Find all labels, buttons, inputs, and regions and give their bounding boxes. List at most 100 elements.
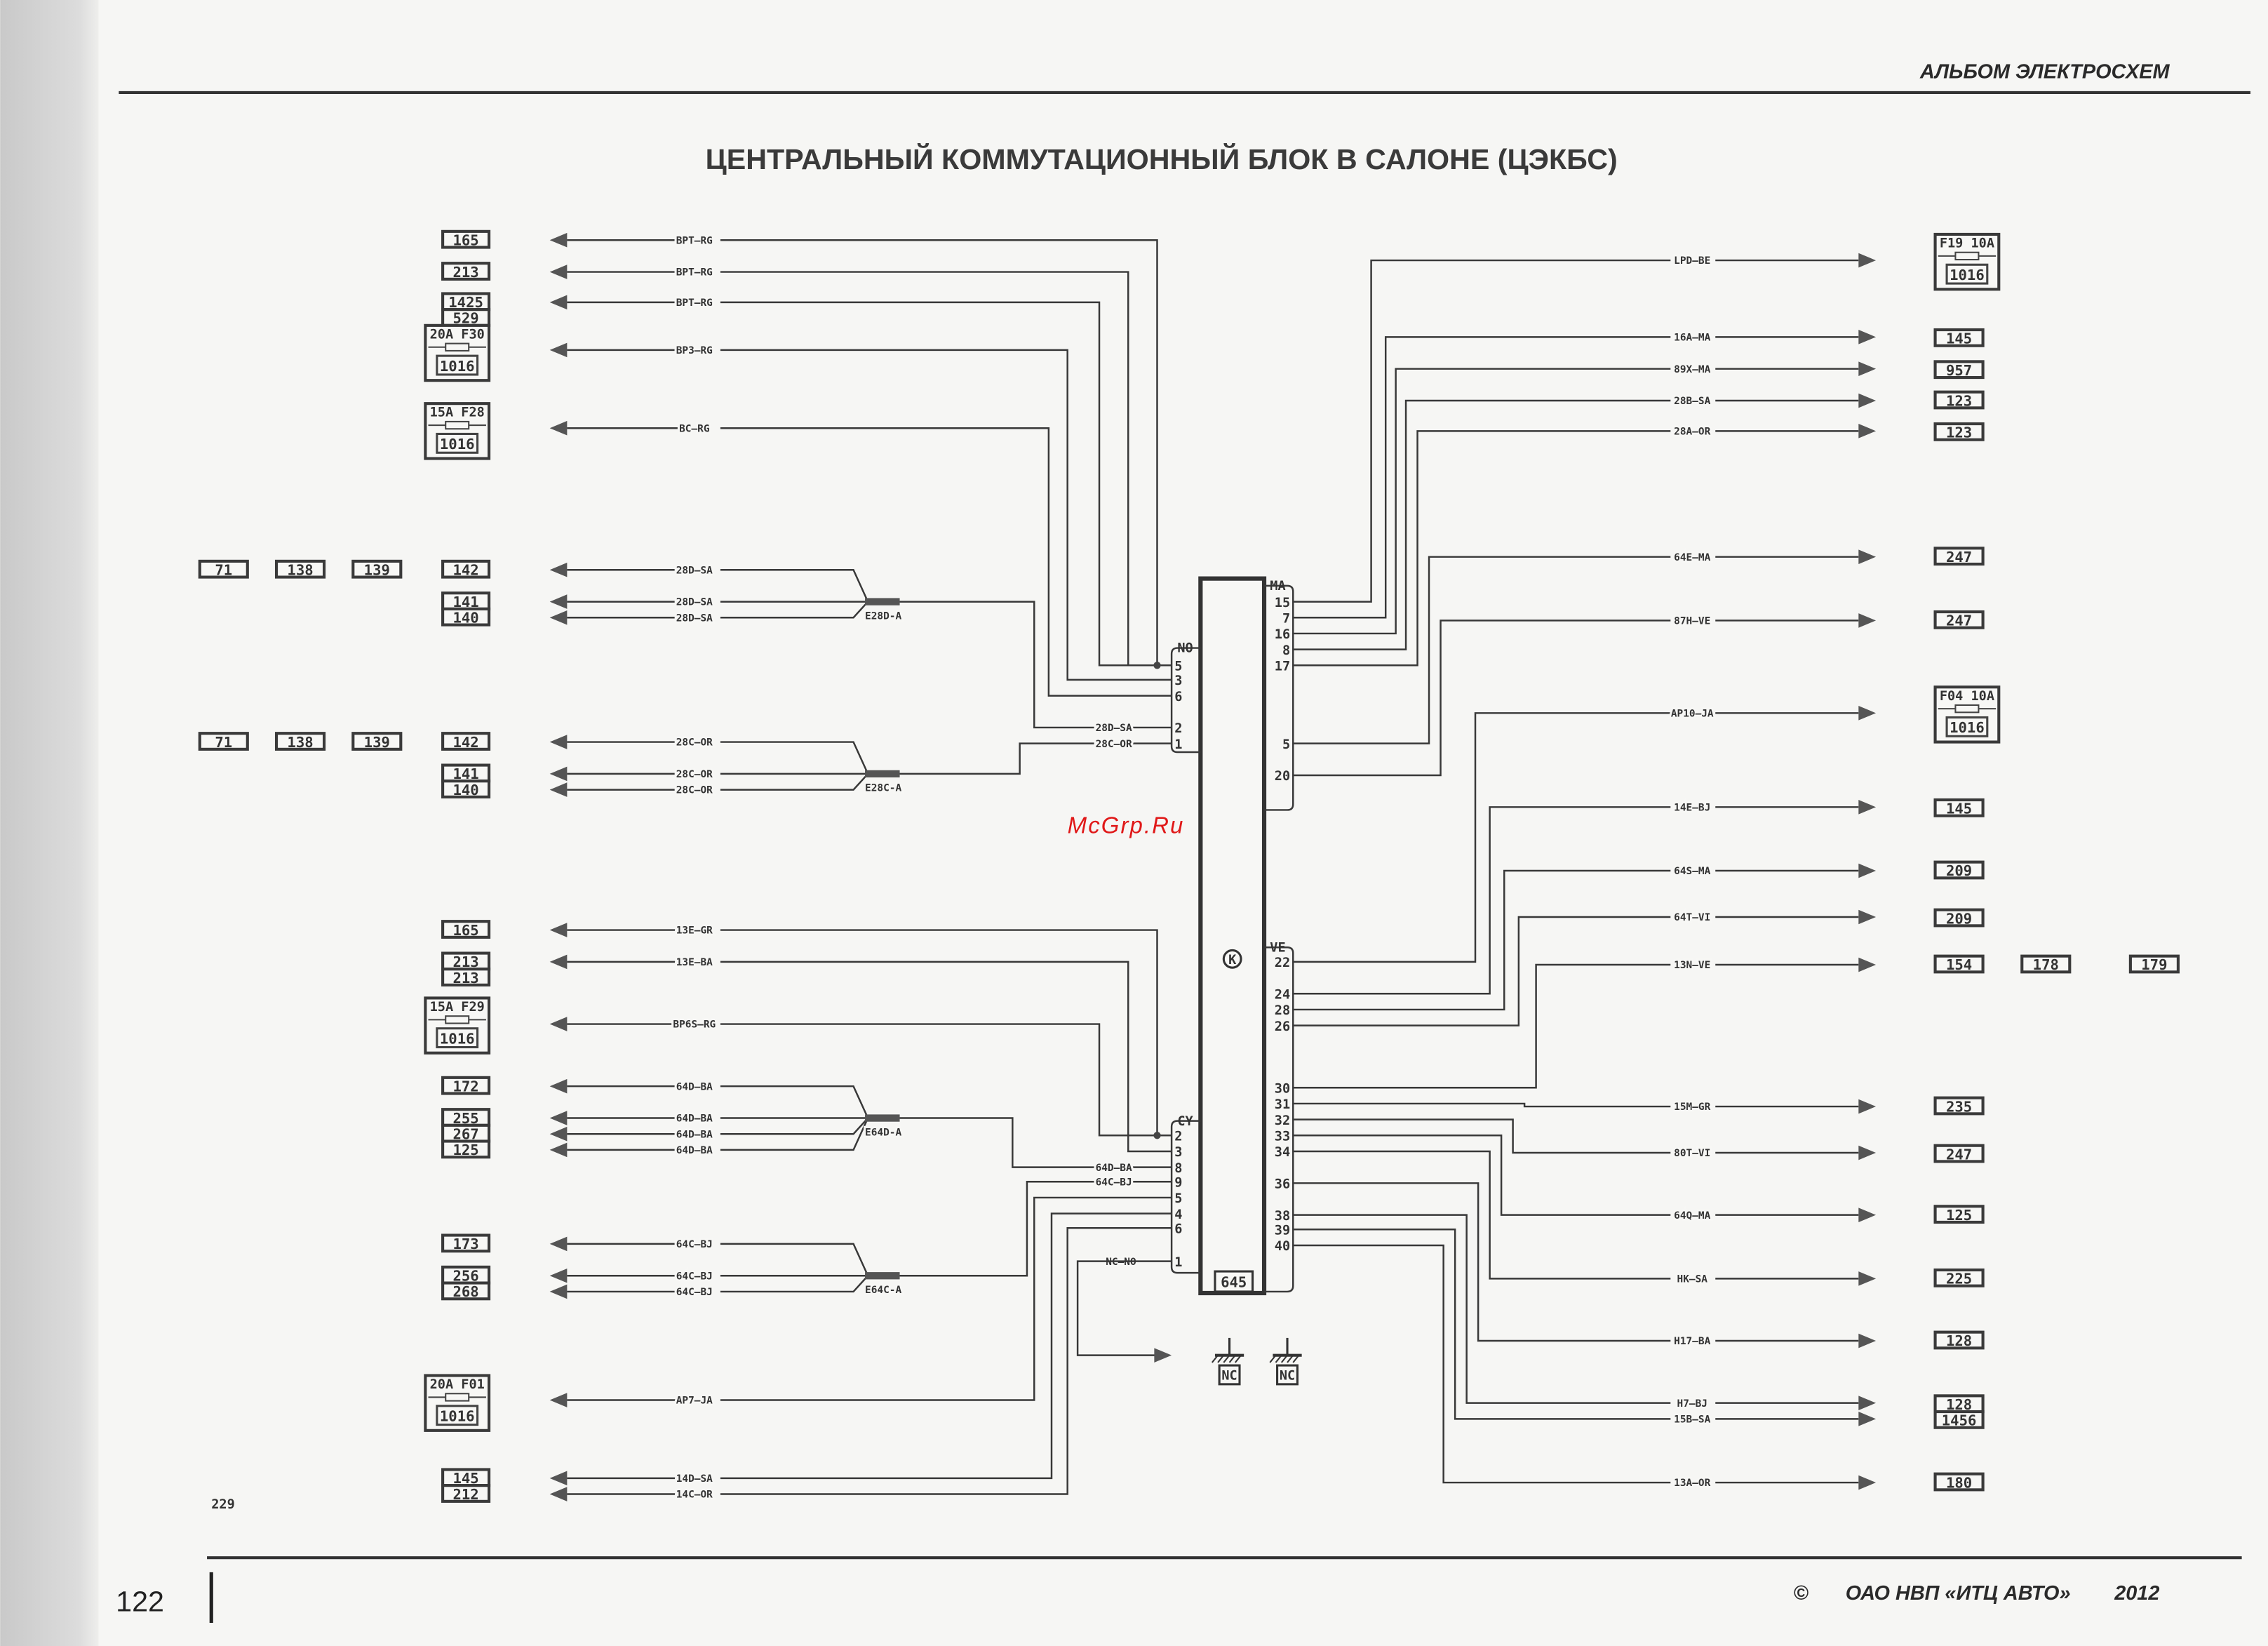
arrow-left-icon (549, 562, 568, 577)
pin-number: 26 (1275, 1019, 1290, 1034)
wire-route (720, 349, 1172, 681)
wire-label: 87H—VE (1674, 616, 1710, 627)
wire-label: 64E—MA (1674, 552, 1710, 563)
pin-number: 20 (1275, 769, 1290, 784)
fuse-box-rating: 20A F01 (430, 1377, 485, 1392)
reference-box-cell (1933, 1096, 1985, 1116)
reference-box-cell (198, 559, 249, 579)
reference-box-cell (441, 732, 491, 751)
fuse-icon (445, 1015, 470, 1024)
reference-box-cell (441, 1484, 491, 1503)
pin-number: 38 (1275, 1209, 1290, 1224)
reference-box-label: 71 (215, 734, 232, 751)
wire-route (1293, 1150, 1671, 1280)
fuse-box-rating: 15A F29 (430, 1000, 485, 1015)
wire-route (1293, 336, 1671, 619)
reference-box-cell (351, 732, 403, 751)
wire-label: 28D—SA (676, 597, 713, 608)
reference-box-cell (1933, 1205, 1985, 1224)
fuse-box-rating: 15A F28 (430, 406, 485, 420)
reference-box-label: 1456 (1942, 1412, 1977, 1429)
schematic: 645KNO53621CY23895461MA15716817520VE2224… (198, 229, 2180, 1503)
wire-route (720, 427, 1172, 697)
reference-box-cell (1933, 1472, 1985, 1492)
arrow-left-icon (549, 1126, 568, 1142)
wire-route (1293, 963, 1671, 1089)
wire-route (720, 1085, 869, 1119)
junction-dot (1153, 1132, 1161, 1139)
arrow-right-icon (1858, 253, 1877, 268)
arrow-right-icon (1858, 957, 1877, 972)
ground-hatch (1292, 1354, 1300, 1363)
pin-number: 6 (1174, 690, 1182, 704)
inline-wire-label: 64D—BA (1096, 1163, 1132, 1174)
wire-label: 64D—BA (676, 1145, 713, 1156)
connector-name: MA (1270, 579, 1285, 594)
reference-box-label: 123 (1946, 392, 1972, 409)
fuse-box-ref-box (1945, 263, 1989, 285)
fuse-box-rating: F04 10A (1940, 689, 1994, 704)
reference-box-label: 256 (452, 1267, 478, 1284)
page-number: 122 (116, 1586, 164, 1618)
wire-label: 64S—MA (1674, 866, 1710, 877)
wire-route (1293, 1182, 1671, 1342)
ground-hatch (1280, 1354, 1288, 1363)
arrow-left-icon (549, 735, 568, 749)
reference-box-label: 140 (452, 782, 478, 798)
fuse-box-ref-box (1945, 716, 1989, 737)
pin-number: 33 (1275, 1130, 1290, 1144)
reference-box-cell (1933, 1330, 1985, 1350)
pin-number: 9 (1174, 1175, 1182, 1190)
ground-label-box (1218, 1364, 1241, 1386)
reference-box-label: 213 (452, 954, 478, 970)
reference-box-label: 957 (1946, 362, 1972, 379)
wire-label: 28D—SA (676, 565, 713, 576)
wire-route (1293, 1244, 1671, 1484)
arrow-right-icon (1858, 1333, 1877, 1349)
arrow-right-icon (1858, 1099, 1877, 1114)
arrow-left-icon (549, 954, 568, 970)
splice-3 (865, 1272, 900, 1280)
pin-number: 16 (1275, 627, 1290, 642)
pin-number: 36 (1275, 1177, 1290, 1192)
arrow-left-icon (549, 1236, 568, 1252)
arrow-left-icon (549, 923, 568, 937)
wire-route (720, 601, 869, 619)
reference-box-label: 141 (452, 765, 478, 782)
reference-box-label: 165 (452, 922, 478, 939)
reference-box-cell (274, 732, 326, 751)
wire-route (720, 1196, 1172, 1401)
wire-route (1293, 1214, 1671, 1404)
wire-route (1293, 1135, 1671, 1216)
module-block (1198, 576, 1267, 1296)
arrow-right-icon (1858, 330, 1877, 344)
reference-box-label: 213 (452, 264, 478, 281)
pin-number: 8 (1282, 643, 1290, 658)
wire-route (899, 1117, 1172, 1168)
wire-route (899, 742, 1172, 775)
connector-name: NO (1177, 641, 1193, 656)
reference-box-label: 138 (287, 734, 313, 751)
reference-box-cell (441, 559, 491, 579)
binding-shadow (0, 0, 99, 1646)
pin-number: 31 (1275, 1097, 1290, 1112)
fuse-icon (1954, 704, 1980, 714)
reference-box-label: 212 (452, 1486, 478, 1503)
fuse-box-ref-box (436, 1027, 479, 1049)
reference-box-label: 247 (1946, 613, 1972, 629)
reference-box-cell (441, 1076, 491, 1095)
reference-box-label: 213 (452, 970, 478, 986)
wire-label: 64T—VI (1674, 912, 1710, 923)
wire-label: AP10—JA (1671, 708, 1714, 719)
reference-box-label: 123 (1946, 424, 1972, 441)
arrow-right-icon (1858, 1412, 1877, 1426)
reference-box-label: 209 (1946, 862, 1972, 879)
wire-route (720, 1243, 869, 1276)
splice-label: E28D-A (865, 610, 901, 622)
reference-box-label: 125 (452, 1142, 478, 1158)
ground-label: NC (1221, 1369, 1237, 1384)
arrow-right-icon (1858, 909, 1877, 925)
wire-route (1076, 1260, 1172, 1356)
wire-label: 64Q—MA (1674, 1210, 1710, 1222)
reference-box-cell (1933, 954, 1985, 974)
